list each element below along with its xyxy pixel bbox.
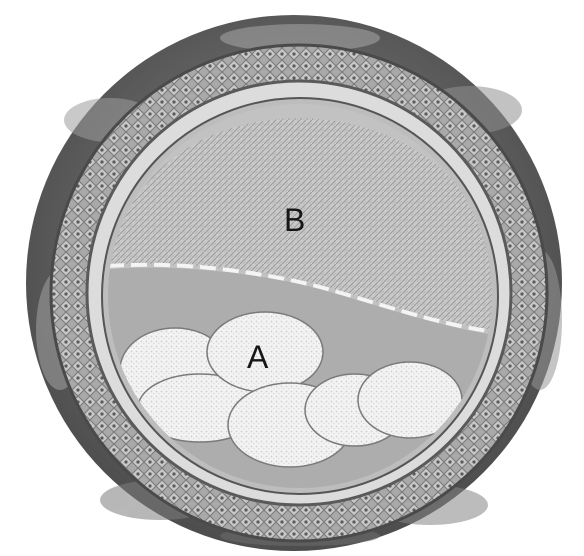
label-b: B xyxy=(284,204,305,236)
label-a: A xyxy=(247,341,268,373)
